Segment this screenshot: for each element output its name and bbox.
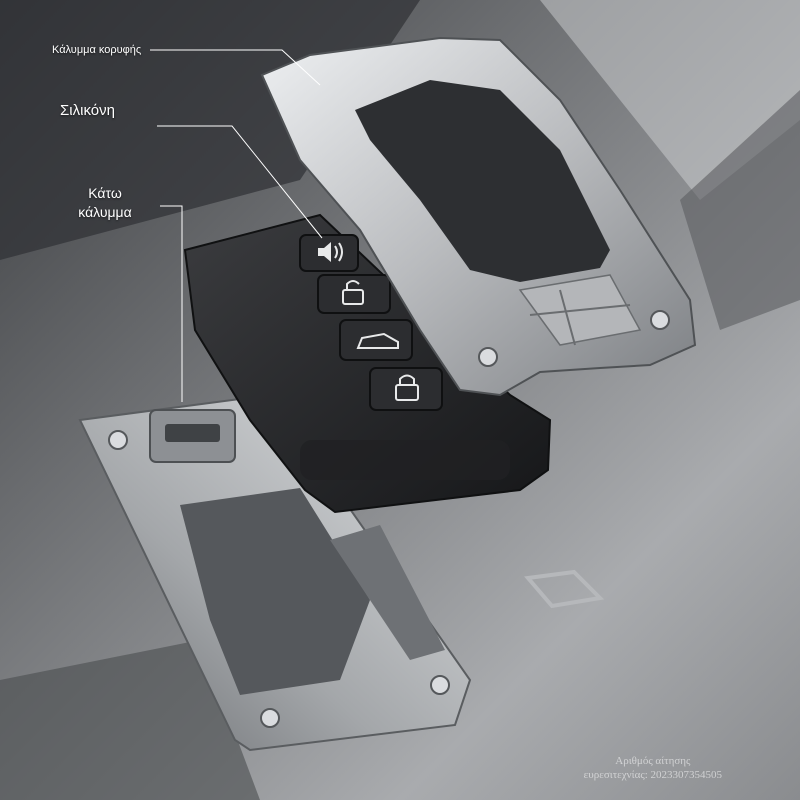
lock-icon bbox=[369, 367, 443, 411]
label-bottom-cover: Κάτω κάλυμμα bbox=[62, 184, 148, 222]
key-buttons bbox=[299, 234, 443, 411]
bottom-cover bbox=[78, 393, 472, 752]
trunk-icon bbox=[339, 319, 413, 361]
leader-silicone bbox=[157, 125, 323, 239]
unlock-icon bbox=[317, 274, 391, 314]
background-panel bbox=[0, 640, 260, 800]
floor-marker bbox=[524, 569, 605, 609]
label-bottom-cover-line2: κάλυμμα bbox=[78, 204, 132, 220]
leader-top-cover bbox=[150, 49, 321, 86]
top-cover bbox=[260, 36, 697, 397]
label-top-cover: Κάλυμμα κορυφής bbox=[52, 44, 142, 56]
leader-lines bbox=[150, 49, 323, 402]
background-panel bbox=[680, 90, 800, 330]
label-bottom-cover-line1: Κάτω bbox=[88, 185, 122, 201]
watermark-line1: Αριθμός αίτησης bbox=[615, 755, 691, 767]
leader-bottom-cover bbox=[160, 205, 183, 402]
patent-watermark: Αριθμός αίτησης ευρεσιτεχνίας: 202330735… bbox=[584, 754, 722, 782]
label-silicone: Σιλικόνη bbox=[60, 102, 115, 119]
watermark-line2: ευρεσιτεχνίας: 2023307354505 bbox=[583, 769, 722, 781]
volume-icon bbox=[299, 234, 359, 272]
